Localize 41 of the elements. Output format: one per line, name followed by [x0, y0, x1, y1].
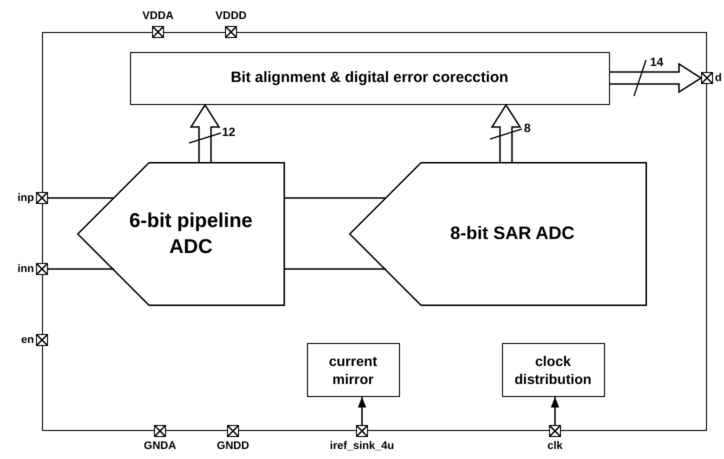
pin-label: iref_sink_4u: [330, 440, 394, 452]
pad-symbol: [36, 192, 48, 204]
pad-symbol: [227, 425, 239, 437]
pin-label: clk: [547, 440, 563, 452]
pad-symbol: [225, 26, 237, 38]
pin-label: d: [715, 72, 722, 84]
block-label: 8-bit SAR ADC: [450, 222, 575, 245]
signal-line: [285, 197, 385, 199]
signal-line: [285, 268, 386, 270]
pad-symbol: [549, 425, 561, 437]
signal-line: [550, 397, 560, 425]
pin-label: GNDA: [144, 440, 176, 452]
block-label: current mirror: [328, 352, 378, 388]
edge-label: 12: [222, 126, 236, 139]
process-box: [502, 342, 604, 396]
process-box: [306, 342, 400, 396]
pin-label: GNDD: [216, 440, 250, 452]
block-label: 6-bit pipeline ADC: [128, 208, 254, 260]
chip-boundary: [42, 32, 707, 431]
pad-symbol: [36, 263, 48, 275]
bus-arrow: [609, 62, 702, 94]
pin-label: en: [21, 334, 34, 346]
block-label: Bit alignment & digital error corecction: [230, 68, 508, 88]
edge-label: 8: [524, 122, 531, 135]
pin-label: VDDA: [142, 10, 174, 22]
block-label: clock distribution: [514, 352, 592, 388]
signal-line: [48, 197, 113, 199]
pad-symbol: [36, 334, 48, 346]
bus-arrow: [490, 104, 522, 163]
edge-label: 14: [650, 56, 664, 69]
pad-symbol: [356, 425, 368, 437]
pad-symbol: [154, 425, 166, 437]
pin-label: inp: [18, 192, 34, 204]
signal-line: [48, 268, 114, 270]
signal-line: [358, 397, 366, 425]
pad-symbol: [152, 26, 164, 38]
pin-label: VDDD: [215, 10, 247, 22]
pad-symbol: [701, 72, 713, 84]
pin-label: inn: [18, 263, 34, 275]
bus-arrow: [190, 104, 220, 163]
process-box: [130, 52, 610, 104]
